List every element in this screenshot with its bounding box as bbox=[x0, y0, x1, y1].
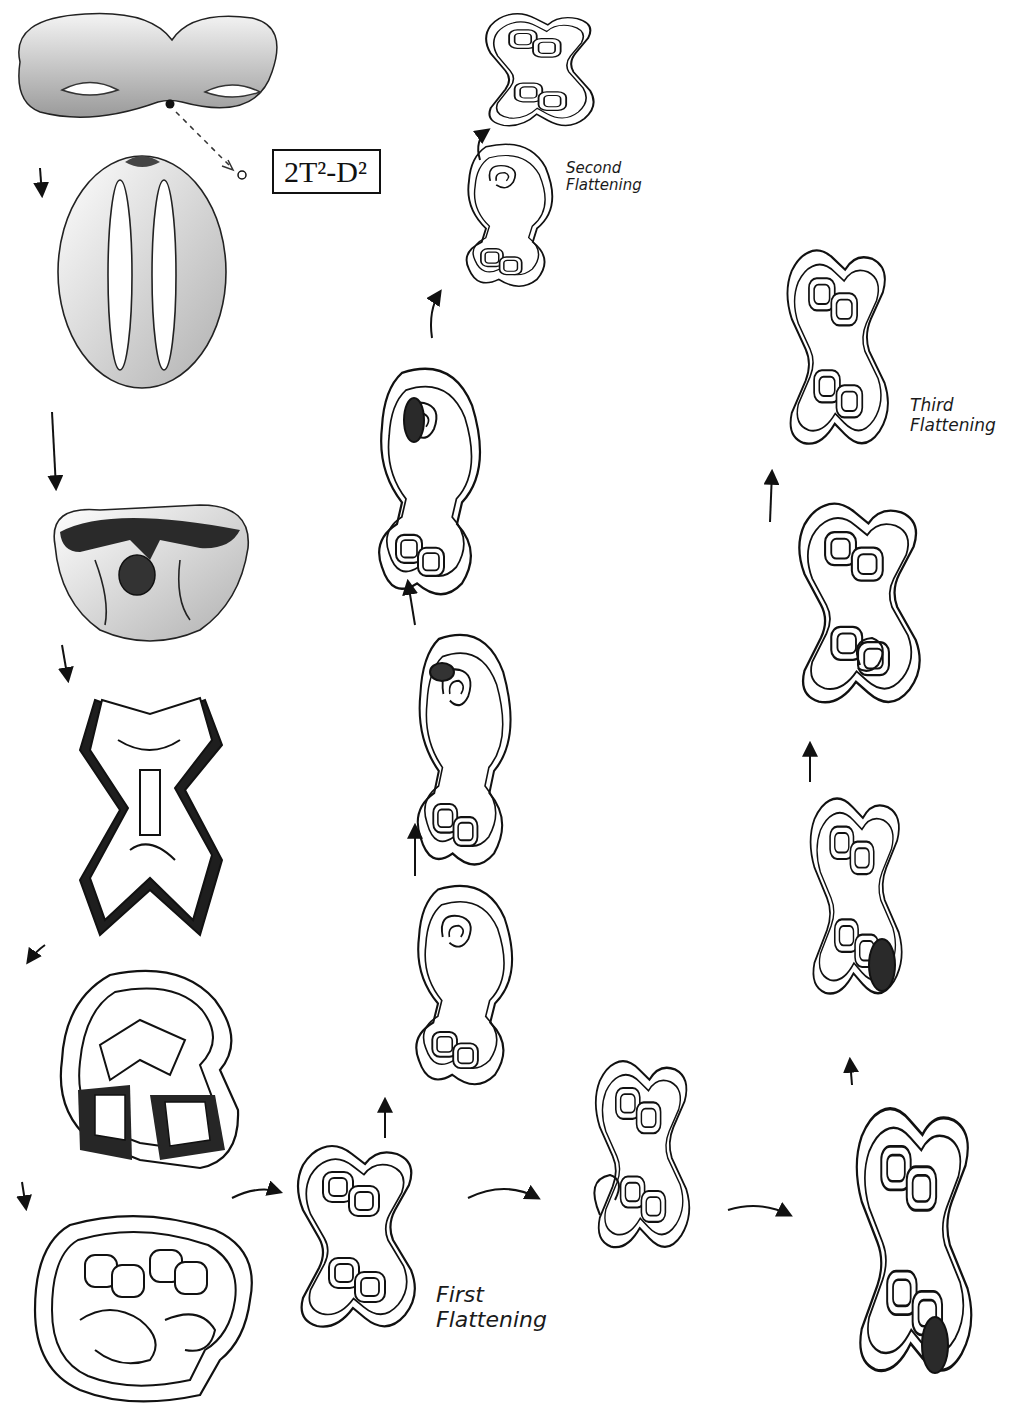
illustration-part bbox=[175, 1262, 207, 1294]
illustration-part bbox=[166, 100, 175, 109]
illustration-part bbox=[61, 971, 238, 1168]
illustration-part bbox=[478, 130, 488, 160]
illustration-part bbox=[54, 505, 248, 641]
illustration-part bbox=[58, 156, 226, 388]
illustration-part bbox=[384, 1100, 386, 1138]
first-flattening-figure bbox=[298, 1146, 415, 1327]
illustration-part bbox=[408, 582, 415, 625]
illustration-part bbox=[40, 168, 42, 195]
illustration-part bbox=[165, 1314, 215, 1350]
illustration-part bbox=[60, 518, 240, 560]
loop bbox=[857, 638, 883, 671]
illustration-part bbox=[205, 85, 260, 97]
intermediate-figure bbox=[416, 886, 512, 1084]
intermediate-figure bbox=[418, 635, 511, 865]
illustration-part bbox=[222, 160, 233, 170]
illustration-part bbox=[112, 1265, 144, 1297]
ring-band bbox=[869, 939, 895, 991]
illustration-part bbox=[152, 180, 176, 370]
third-flattening-figure bbox=[787, 250, 887, 443]
illustration-part bbox=[119, 555, 155, 595]
illustration-part bbox=[150, 1095, 225, 1160]
illustration-part bbox=[125, 156, 160, 167]
ring-band bbox=[430, 663, 454, 681]
illustration-part bbox=[78, 1085, 132, 1160]
stretched-surface bbox=[58, 156, 226, 388]
illustration-part bbox=[19, 14, 277, 118]
illustration-part bbox=[95, 1095, 125, 1140]
illustration-part bbox=[728, 1206, 790, 1215]
illustration-part bbox=[52, 1232, 236, 1386]
formula-text: 2T²-D² bbox=[284, 155, 369, 188]
illustration-part bbox=[62, 83, 118, 96]
stage-label: First Flattening bbox=[436, 1282, 566, 1333]
ring-band bbox=[404, 398, 424, 442]
intermediate-figure bbox=[467, 144, 553, 286]
illustration-part bbox=[28, 945, 45, 962]
band-surface bbox=[61, 971, 238, 1168]
intermediate-figure bbox=[799, 504, 919, 703]
illustration-part bbox=[90, 698, 212, 920]
stage-label: Second Flattening bbox=[566, 160, 686, 195]
illustration-part bbox=[118, 740, 180, 860]
illustration-part bbox=[52, 412, 56, 488]
ring-band bbox=[922, 1317, 948, 1373]
stage-label: Third Flattening bbox=[910, 396, 1020, 435]
illustration-part bbox=[108, 180, 132, 370]
intermediate-figure bbox=[379, 369, 480, 594]
double-torus bbox=[19, 14, 277, 179]
illustration-part bbox=[95, 560, 190, 625]
illustration-part bbox=[468, 1189, 538, 1198]
illustration-part bbox=[100, 1020, 185, 1080]
illustration-part bbox=[140, 770, 160, 835]
illustration-part bbox=[22, 1182, 26, 1208]
illustration-part bbox=[176, 112, 232, 168]
flow-arrows bbox=[22, 130, 852, 1215]
band-surface bbox=[80, 698, 222, 935]
illustration-part bbox=[809, 744, 811, 782]
illustration-part bbox=[35, 1216, 252, 1401]
intermediate-figure bbox=[811, 798, 902, 993]
illustration-part bbox=[79, 989, 215, 1150]
illustration-part bbox=[62, 645, 68, 680]
illustration-part bbox=[770, 472, 772, 522]
second-flattening-figure bbox=[486, 14, 593, 126]
band-surface bbox=[35, 1216, 252, 1401]
illustration-part bbox=[238, 171, 246, 179]
intermediate-figure bbox=[596, 1061, 689, 1247]
illustration-part bbox=[431, 292, 440, 338]
illustration-part bbox=[232, 1190, 280, 1198]
formula-box: 2T²-D² bbox=[272, 149, 381, 194]
loop bbox=[594, 1175, 619, 1215]
illustration-part bbox=[850, 1060, 852, 1085]
illustration-part bbox=[414, 826, 416, 876]
opened-surface bbox=[54, 505, 248, 641]
illustration-part bbox=[80, 1310, 156, 1363]
illustration-part bbox=[165, 1102, 210, 1146]
intermediate-figure bbox=[857, 1109, 972, 1371]
